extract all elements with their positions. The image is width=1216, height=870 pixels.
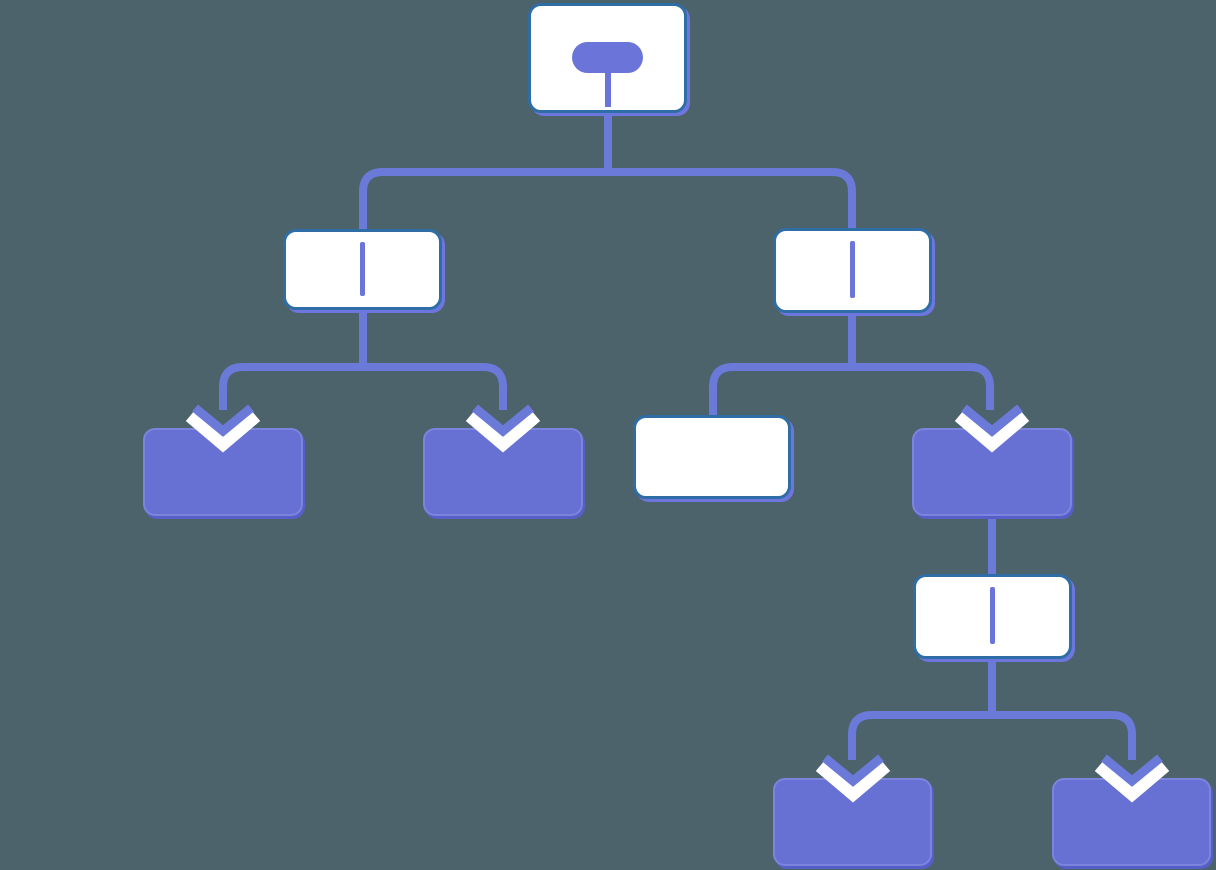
edge-right-branches [709, 363, 994, 415]
branch-node-bottom[interactable] [913, 574, 1072, 659]
leaf-node-5[interactable] [1052, 754, 1211, 866]
divider-line [850, 241, 855, 299]
edge-bottom-branches [848, 711, 1136, 760]
edge-root-branches [359, 168, 856, 229]
divider-line [990, 587, 995, 645]
leaf-node-1[interactable] [143, 404, 303, 516]
edge-left-branches [219, 363, 507, 410]
leaf-node-3[interactable] [912, 404, 1072, 516]
branch-node-left[interactable] [283, 229, 442, 310]
plain-node[interactable] [633, 415, 791, 499]
root-node[interactable] [528, 3, 687, 113]
branch-node-right[interactable] [773, 228, 932, 313]
leaf-node-4[interactable] [773, 754, 932, 866]
root-pill-stem [604, 70, 611, 107]
root-pill-shape [571, 42, 643, 73]
leaf-node-2[interactable] [423, 404, 583, 516]
divider-line [360, 241, 365, 296]
